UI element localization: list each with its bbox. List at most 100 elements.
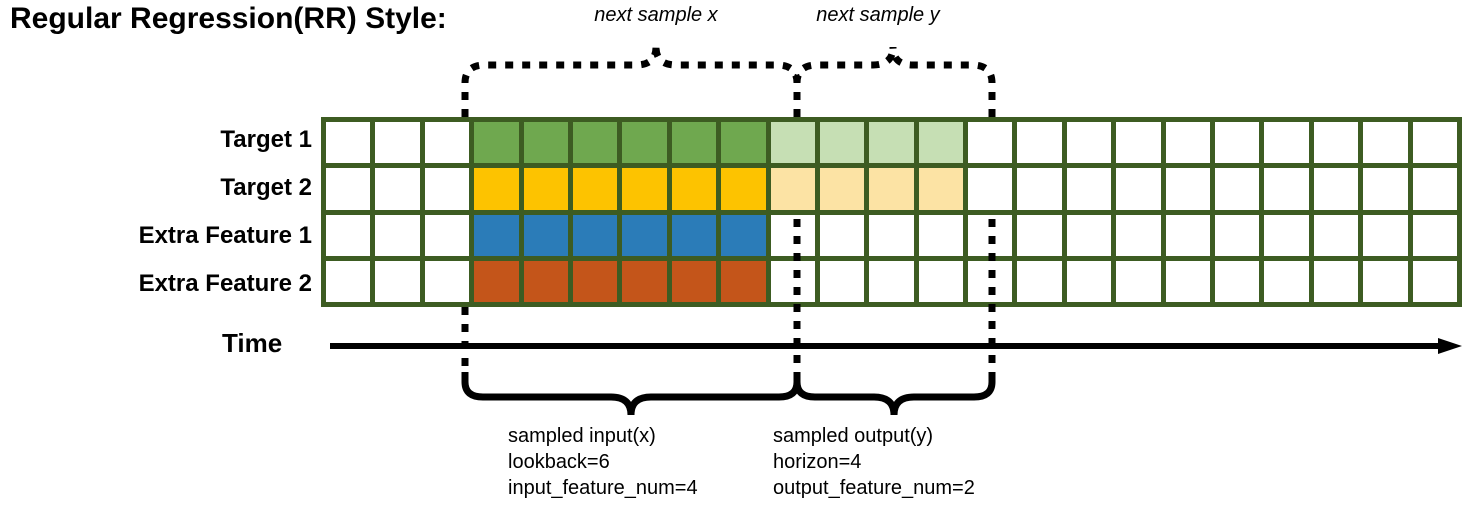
grid-cell	[1363, 168, 1408, 210]
grid-cell	[1412, 168, 1457, 210]
grid-cell	[968, 122, 1013, 164]
caption-input-title: sampled input(x)	[508, 425, 656, 447]
grid-cell	[523, 122, 568, 164]
grid-cell	[1116, 122, 1161, 164]
grid-cell	[572, 214, 618, 256]
grid-cell	[424, 168, 470, 210]
grid-cell	[721, 214, 766, 256]
grid-cell	[819, 122, 865, 164]
row-label-extra-feature-1: Extra Feature 1	[138, 222, 312, 249]
grid-cell	[424, 214, 470, 256]
grid-cell	[721, 260, 766, 302]
grid-cell	[869, 214, 914, 256]
caption-sampled-input: sampled input(x) lookback=6 input_featur…	[508, 423, 698, 501]
grid-cell	[375, 168, 420, 210]
caption-output-horizon: horizon=4	[773, 451, 862, 473]
grid-cell	[622, 168, 667, 210]
grid-cell	[1215, 168, 1260, 210]
grid-cell	[770, 122, 815, 164]
grid-cell	[326, 122, 371, 164]
grid-cell	[1066, 214, 1112, 256]
grid-cell	[819, 260, 865, 302]
grid-cell	[1165, 214, 1211, 256]
brace-output-left	[793, 372, 898, 416]
caption-input-lookback: lookback=6	[508, 451, 610, 473]
grid-cell	[1017, 122, 1062, 164]
grid-cell	[474, 214, 519, 256]
grid-cell	[918, 260, 964, 302]
brace-input-left	[461, 372, 635, 416]
grid-cell	[1412, 260, 1457, 302]
grid-cell	[1363, 214, 1408, 256]
grid-cell	[1165, 168, 1211, 210]
grid-cell	[523, 168, 568, 210]
grid-cell	[1116, 214, 1161, 256]
grid-cell	[474, 168, 519, 210]
grid-cell	[1313, 168, 1359, 210]
grid-cell	[1017, 214, 1062, 256]
grid-cell	[1165, 122, 1211, 164]
grid-cell	[1264, 168, 1309, 210]
grid-cell	[1313, 260, 1359, 302]
grid-cell	[622, 122, 667, 164]
brace-next-y-right	[889, 46, 996, 117]
grid-cell	[1363, 122, 1408, 164]
grid-cell	[819, 168, 865, 210]
brace-input-right	[627, 372, 801, 416]
grid-cell	[1017, 260, 1062, 302]
grid-cell	[869, 122, 914, 164]
grid-cell	[770, 214, 815, 256]
grid-cell	[918, 122, 964, 164]
grid-cell	[1264, 260, 1309, 302]
grid-cell	[1165, 260, 1211, 302]
grid-cell	[572, 260, 618, 302]
grid-cell	[523, 214, 568, 256]
grid-cell	[424, 122, 470, 164]
brace-next-x-right	[652, 46, 801, 117]
grid-cell	[968, 260, 1013, 302]
caption-sampled-output: sampled output(y) horizon=4 output_featu…	[773, 423, 975, 501]
grid-cell	[770, 168, 815, 210]
grid-cell	[572, 168, 618, 210]
grid-cell	[1215, 260, 1260, 302]
grid-cell	[1313, 122, 1359, 164]
grid-cell	[1066, 122, 1112, 164]
grid-cell	[1116, 260, 1161, 302]
time-axis-label: Time	[222, 328, 283, 358]
grid-cell	[671, 122, 717, 164]
grid-cell	[474, 122, 519, 164]
next-sample-y-label: next sample y	[816, 4, 940, 26]
caption-output-title: sampled output(y)	[773, 425, 934, 447]
time-axis-arrow	[330, 338, 1462, 354]
timeseries-grid	[321, 117, 1462, 307]
grid-cell	[1412, 122, 1457, 164]
grid-cell	[869, 260, 914, 302]
caption-output-feature-num: output_feature_num=2	[773, 477, 975, 499]
grid-cell	[671, 214, 717, 256]
grid-cell	[1215, 122, 1260, 164]
grid-cell	[375, 260, 420, 302]
brace-output-right	[890, 372, 996, 416]
row-label-target-1: Target 1	[220, 126, 312, 153]
grid-cell	[1264, 122, 1309, 164]
grid-cell	[721, 122, 766, 164]
grid-cell	[375, 122, 420, 164]
row-label-extra-feature-2: Extra Feature 2	[138, 270, 312, 297]
brace-next-y-left	[793, 46, 897, 117]
page-title: Regular Regression(RR) Style:	[10, 2, 447, 35]
caption-input-feature-num: input_feature_num=4	[508, 477, 698, 499]
brace-next-x-left	[461, 46, 660, 117]
grid-cell	[1066, 168, 1112, 210]
grid-cell	[424, 260, 470, 302]
grid-cell	[326, 214, 371, 256]
grid-cell	[819, 214, 865, 256]
grid-cell	[968, 168, 1013, 210]
grid-cell	[326, 260, 371, 302]
grid-cell	[523, 260, 568, 302]
grid-cell	[869, 168, 914, 210]
grid-cell	[1215, 214, 1260, 256]
grid-cell	[918, 168, 964, 210]
grid-cell	[721, 168, 766, 210]
grid-cell	[1017, 168, 1062, 210]
